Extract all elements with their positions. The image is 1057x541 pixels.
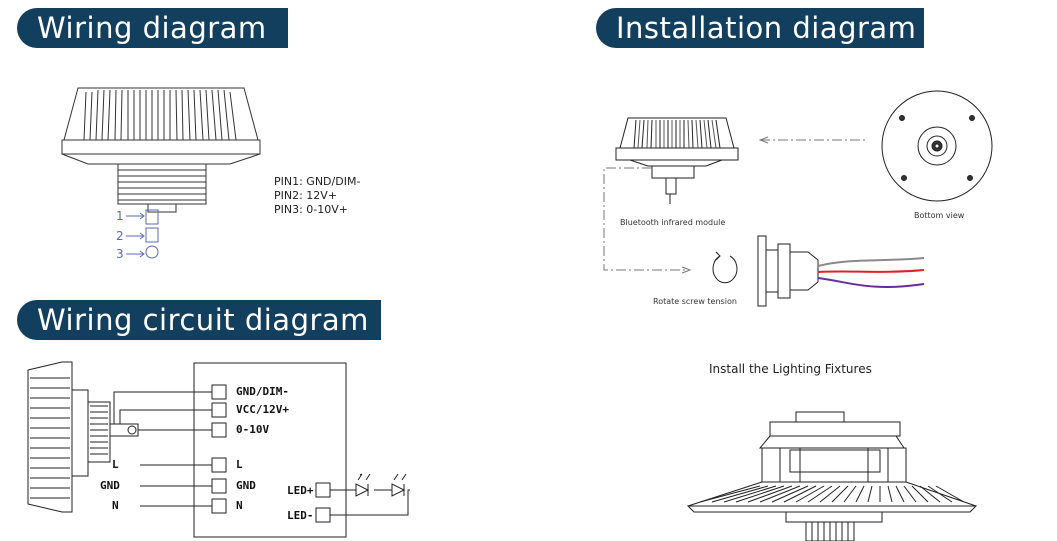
- pin-arrow-3: 3: [116, 247, 124, 261]
- led-minus-label: LED-: [287, 509, 314, 522]
- terminal-n: N: [236, 499, 243, 512]
- terminal-gnd-dim: GND/DIM-: [236, 385, 289, 398]
- input-label-n: N: [112, 499, 119, 512]
- pin-arrow-2: 2: [116, 229, 124, 243]
- input-label-l: L: [112, 458, 119, 471]
- install-fixtures-title: Install the Lighting Fixtures: [709, 362, 872, 376]
- circuit-module-drawing: [27, 361, 410, 538]
- input-label-gnd: GND: [100, 479, 120, 492]
- sensor-module-drawing: [61, 87, 261, 213]
- terminal-vcc-12v: VCC/12V+: [236, 403, 289, 416]
- bottom-view-label: Bottom view: [914, 211, 965, 220]
- installation-diagram-header: Installation diagram: [596, 8, 924, 48]
- wiring-diagram-header: Wiring diagram: [17, 8, 288, 48]
- terminal-gnd: GND: [236, 479, 256, 492]
- installation-drawing: [603, 90, 993, 307]
- bluetooth-module-label: Bluetooth infrared module: [620, 218, 726, 227]
- terminal-l: L: [236, 458, 243, 471]
- wiring-circuit-diagram-header: Wiring circuit diagram: [17, 300, 381, 340]
- terminal-0-10v: 0-10V: [236, 423, 270, 436]
- rotate-screw-label: Rotate screw tension: [653, 297, 737, 306]
- high-bay-fixture-drawing: [686, 411, 978, 541]
- pin3-label: PIN3: 0-10V+: [274, 203, 349, 216]
- pin1-label: PIN1: GND/DIM-: [274, 175, 361, 188]
- led-plus-label: LED+: [287, 484, 314, 497]
- connector-wires: [817, 257, 925, 289]
- pin-arrow-1: 1: [116, 209, 124, 223]
- pin2-label: PIN2: 12V+: [274, 189, 338, 202]
- pin-callouts: [126, 209, 159, 259]
